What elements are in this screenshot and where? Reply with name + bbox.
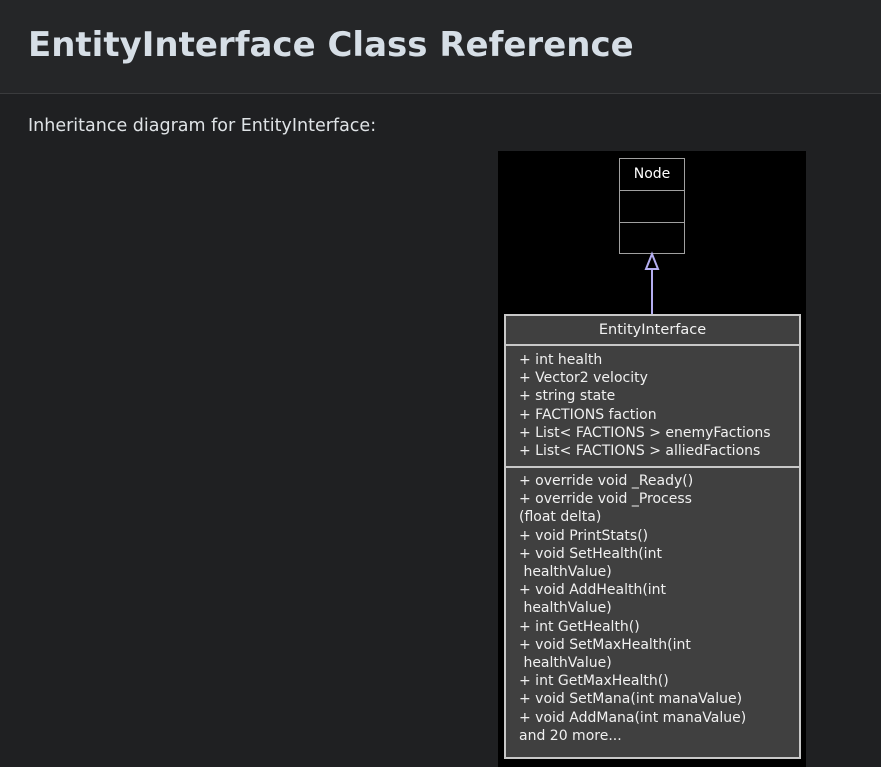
method-line: + void PrintStats() [519,527,649,544]
method-line: + void SetHealth(int [519,545,662,562]
attribute-line: + string state [519,388,616,405]
inheritance-diagram: Node EntityInterface + int health + Vect… [498,151,806,767]
class-name: EntityInterface [506,316,799,346]
method-line: healthValue) [519,564,612,581]
base-class-name: Node [620,159,684,191]
attribute-line: + List< FACTIONS > alliedFactions [519,443,761,460]
method-line: + void AddMana(int manaValue) [519,709,747,726]
attribute-line: + Vector2 velocity [519,370,648,387]
method-line: + void AddHealth(int [519,582,667,599]
class-methods: + override void _Ready() + override void… [506,468,799,745]
attribute-line: + FACTIONS faction [519,406,657,423]
method-line: healthValue) [519,600,612,617]
method-line: (float delta) [519,509,602,526]
method-line: + void SetMana(int manaValue) [519,691,743,708]
method-line: + void SetMaxHealth(int [519,636,691,653]
entity-interface-class-node[interactable]: EntityInterface + int health + Vector2 v… [504,314,801,759]
attribute-line: + List< FACTIONS > enemyFactions [519,424,771,441]
base-class-node[interactable]: Node [619,158,685,254]
inheritance-arrow-head [644,251,660,270]
method-line: + int GetMaxHealth() [519,673,669,690]
inheritance-intro: Inheritance diagram for EntityInterface: [28,116,377,136]
class-attributes: + int health + Vector2 velocity + string… [506,346,799,468]
method-line: + override void _Process [519,491,692,508]
base-class-attributes-section [620,191,684,223]
page-header: EntityInterface Class Reference [0,0,881,94]
base-class-methods-section [620,223,684,255]
method-line: + override void _Ready() [519,473,694,489]
method-line: + int GetHealth() [519,618,640,635]
page-title: EntityInterface Class Reference [28,25,634,65]
more-members-link[interactable]: and 20 more... [519,727,622,744]
attribute-line: + int health [519,352,603,368]
method-line: healthValue) [519,655,612,672]
